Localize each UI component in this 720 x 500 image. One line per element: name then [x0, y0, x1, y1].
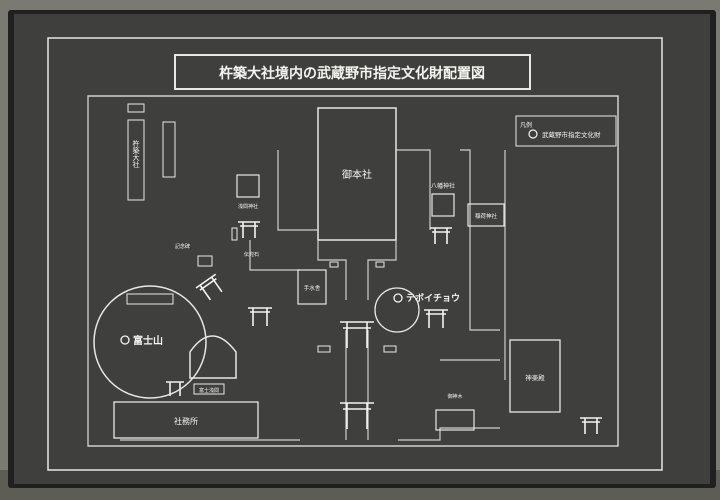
legend-heading: 凡例	[520, 121, 532, 129]
inari-label: 稲荷神社	[475, 212, 498, 220]
honsha-label: 御本社	[342, 168, 372, 181]
hachiman-building	[431, 193, 455, 217]
shinboku-circle	[374, 287, 420, 333]
legend-box	[515, 115, 617, 147]
title-box	[174, 54, 531, 90]
outer-border	[47, 37, 663, 471]
fuji-label: 富士山	[133, 334, 163, 347]
honsha-building	[317, 107, 397, 241]
marker-small-2	[197, 255, 213, 267]
paths	[120, 149, 506, 441]
shinboku-mark-icon	[393, 293, 403, 303]
kinen-label: 記念碑	[175, 243, 190, 250]
kagura-label: 神楽殿	[525, 373, 545, 382]
shrine-small-left	[236, 174, 260, 198]
kabutoiwa-label: 伝兜石	[244, 251, 259, 258]
sign-board	[14, 14, 710, 484]
shamusho-label: 社務所	[174, 416, 198, 426]
marker-small-1	[231, 227, 238, 241]
fuji-shrine-arch	[189, 335, 237, 379]
legend-circle-icon	[528, 129, 538, 139]
small-lanterns	[317, 261, 397, 353]
fuji-mound	[93, 285, 207, 399]
shinboku-label: テボイチョウ	[406, 292, 460, 304]
memorial-label: 御神木	[447, 393, 462, 400]
left-column-box-2	[162, 121, 176, 178]
shamusho-building	[113, 401, 259, 439]
sign-title: 杵築大社境内の武蔵野市指定文化財配置図	[219, 65, 485, 82]
fuji-shrine-plate	[193, 383, 225, 395]
tekiya-label: 手水舎	[304, 284, 321, 292]
fuji-shrine-label: 富士浅間	[199, 387, 219, 394]
memorial-box	[435, 409, 475, 431]
torii-icons	[166, 221, 602, 434]
legend-item: 武蔵野市指定文化財	[542, 130, 601, 139]
inari-building	[467, 203, 505, 227]
left-column-text: 杵築大社	[132, 139, 140, 169]
fuji-top-box	[126, 293, 174, 305]
kagura-building	[509, 339, 561, 413]
shrine-small-left-label: 浅間神社	[238, 203, 258, 210]
tekiya-building	[297, 269, 327, 305]
left-column-box	[127, 119, 145, 201]
hachiman-label: 八幡神社	[431, 182, 455, 190]
fuji-mark-icon	[120, 335, 130, 345]
left-small-box	[127, 103, 145, 113]
